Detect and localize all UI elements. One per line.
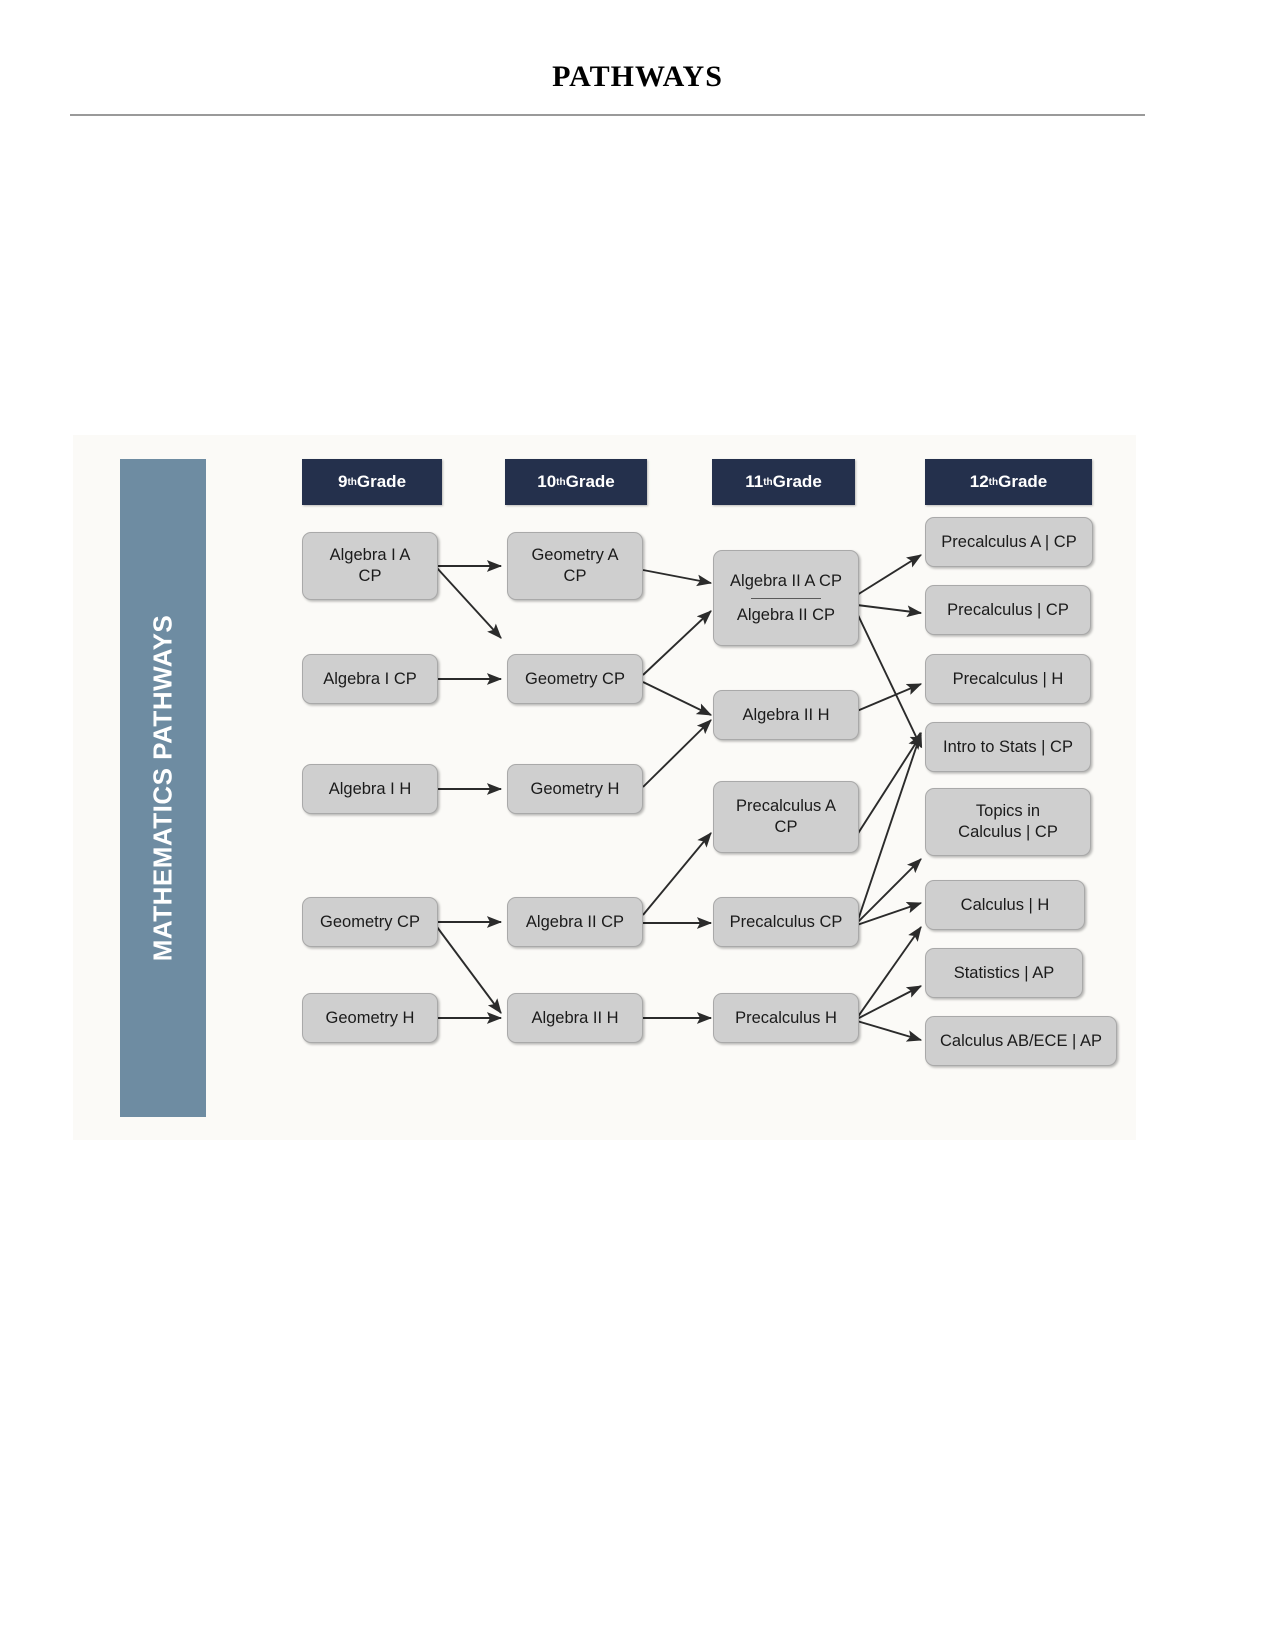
edge-alg2acp-to-preccp12 — [856, 604, 923, 618]
edge-geocp9-to-alg2h — [436, 926, 502, 1014]
node-geometry-cp-g9[interactable]: Geometry CP — [302, 897, 438, 947]
node-line: Algebra I CP — [323, 669, 417, 688]
edge-geoacp-to-alg2acp — [642, 569, 713, 587]
grade-number: 10 — [537, 472, 557, 491]
node-algebra-2-h-g11[interactable]: Algebra II H — [713, 690, 859, 740]
node-line: Calculus | H — [960, 895, 1050, 914]
node-geometry-h-g10[interactable]: Geometry H — [507, 764, 643, 814]
page-title: PATHWAYS — [552, 60, 723, 93]
grade-number: 12 — [969, 472, 989, 491]
node-line: Statistics | AP — [953, 963, 1055, 982]
grade-tail: Grade — [998, 472, 1048, 491]
title-divider — [70, 114, 1145, 116]
edge-prech-to-calcap — [856, 1020, 923, 1042]
node-geometry-cp-g10[interactable]: Geometry CP — [507, 654, 643, 704]
node-line: Precalculus | CP — [947, 600, 1069, 619]
node-line: Geometry H — [530, 779, 620, 798]
node-precalculus-h-g12[interactable]: Precalculus | H — [925, 654, 1091, 704]
node-line: Algebra II A CP — [730, 571, 842, 590]
node-algebra-1a-cp[interactable]: Algebra I A CP — [302, 532, 438, 600]
grade-suffix: th — [763, 476, 773, 488]
node-algebra-2-h-g10[interactable]: Algebra II H — [507, 993, 643, 1043]
edge-geocp10-to-alg2h — [642, 681, 713, 716]
node-line: Intro to Stats | CP — [943, 737, 1073, 756]
node-geometry-h-g9[interactable]: Geometry H — [302, 993, 438, 1043]
edge-preccp-to-stats — [856, 731, 923, 924]
node-precalculus-a-cp-g11[interactable]: Precalculus A CP — [713, 781, 859, 853]
node-line: CP — [358, 567, 382, 585]
node-line: Algebra II H — [531, 1008, 619, 1027]
node-line: Geometry A — [531, 546, 619, 565]
edge-geocp10-to-alg2acp — [642, 610, 712, 676]
edge-preca-to-stats — [856, 734, 922, 836]
grade-number: 9 — [337, 472, 348, 491]
node-divider — [750, 597, 822, 599]
node-geometry-a-cp[interactable]: Geometry A CP — [507, 532, 643, 600]
node-line: CP — [774, 818, 798, 836]
node-algebra-1-cp[interactable]: Algebra I CP — [302, 654, 438, 704]
grade-suffix: th — [556, 476, 566, 488]
node-statistics-ap[interactable]: Statistics | AP — [925, 948, 1083, 998]
node-line: Algebra I H — [328, 779, 412, 798]
edge-alg2acp-to-precacp — [856, 554, 922, 596]
grade-suffix: th — [988, 476, 999, 488]
grade-suffix: th — [347, 476, 357, 488]
node-precalculus-h-g11[interactable]: Precalculus H — [713, 993, 859, 1043]
node-line: Geometry CP — [525, 669, 625, 688]
node-line: Precalculus H — [735, 1008, 837, 1027]
node-topics-in-calculus-cp[interactable]: Topics in Calculus | CP — [925, 788, 1091, 856]
node-line: Topics in — [975, 802, 1041, 821]
edge-alg2cp-to-preca — [642, 832, 712, 916]
node-line: Precalculus A | CP — [941, 532, 1077, 551]
node-algebra-2-cp-g10[interactable]: Algebra II CP — [507, 897, 643, 947]
node-intro-to-stats-cp[interactable]: Intro to Stats | CP — [925, 722, 1091, 772]
node-precalculus-cp-g12[interactable]: Precalculus | CP — [925, 585, 1091, 635]
banner-label: MATHEMATICS PATHWAYS — [147, 614, 178, 962]
edge-prech-to-calch — [856, 926, 922, 1019]
edge-prech-to-statsap — [856, 985, 923, 1020]
grade-number: 11 — [745, 472, 764, 491]
grade-tail: Grade — [565, 472, 615, 491]
node-algebra-1-h[interactable]: Algebra I H — [302, 764, 438, 814]
node-line: Algebra I A — [329, 546, 411, 565]
edge-preccp-to-topics — [856, 858, 922, 924]
mathematics-pathways-banner: MATHEMATICS PATHWAYS — [120, 459, 206, 1117]
grade-tail: Grade — [356, 472, 407, 491]
node-line: Geometry CP — [320, 912, 420, 931]
grade-tail: Grade — [772, 472, 822, 491]
node-calculus-h[interactable]: Calculus | H — [925, 880, 1085, 930]
node-line: Geometry H — [325, 1008, 415, 1027]
edge-preccp-to-calch — [856, 902, 923, 926]
node-precalculus-a-cp-g12[interactable]: Precalculus A | CP — [925, 517, 1093, 567]
edge-geoh10-to-alg2h — [642, 719, 712, 788]
edge-alg1acp-to-geocp — [436, 567, 502, 639]
edge-alg2h11-to-prech12 — [856, 683, 923, 712]
node-line: Calculus | CP — [958, 823, 1058, 841]
node-line: Calculus AB/ECE | AP — [939, 1031, 1103, 1050]
node-line: Algebra II CP — [525, 912, 625, 931]
node-line: Algebra II H — [742, 705, 830, 724]
node-algebra-2a-cp-combined[interactable]: Algebra II A CP Algebra II CP — [713, 550, 859, 646]
edge-alg2acp-to-stats — [856, 612, 922, 749]
node-calculus-ab-ece-ap[interactable]: Calculus AB/ECE | AP — [925, 1016, 1117, 1066]
node-line: Algebra II CP — [736, 605, 836, 624]
node-line: Precalculus | H — [952, 669, 1064, 688]
node-precalculus-cp-g11[interactable]: Precalculus CP — [713, 897, 859, 947]
node-line: CP — [563, 567, 587, 585]
node-line: Precalculus CP — [729, 912, 843, 931]
node-line: Precalculus A — [736, 797, 836, 816]
